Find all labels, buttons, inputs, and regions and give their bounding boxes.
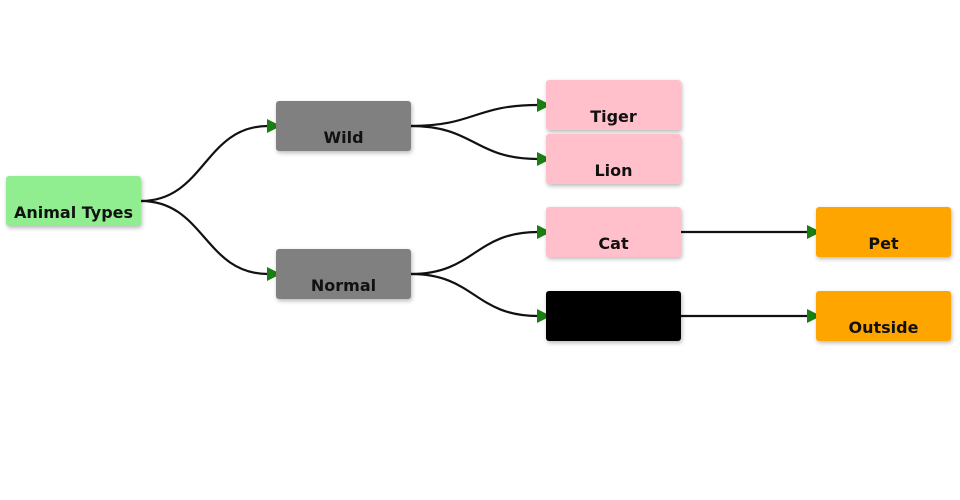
node-pet[interactable]: Pet — [816, 207, 951, 257]
connector-root-to-normal — [140, 199, 269, 276]
node-animal-types[interactable]: Animal Types — [6, 176, 141, 226]
node-normal[interactable]: Normal — [276, 249, 411, 299]
node-wild[interactable]: Wild — [276, 101, 411, 151]
arrowhead-icon — [537, 225, 551, 239]
connector-normal-to-hidden — [410, 272, 539, 318]
node-tiger[interactable]: Tiger — [546, 80, 681, 130]
node-lion[interactable]: Lion — [546, 134, 681, 184]
connector-wild-to-tiger — [410, 103, 539, 128]
arrowhead-icon — [537, 98, 551, 112]
connector-wild-to-lion — [410, 124, 539, 161]
node-unlabeled-black[interactable] — [546, 291, 681, 341]
arrowhead-icon — [537, 152, 551, 166]
node-outside[interactable]: Outside — [816, 291, 951, 341]
connector-normal-to-cat — [410, 230, 539, 276]
node-cat[interactable]: Cat — [546, 207, 681, 257]
arrowhead-icon — [267, 119, 281, 133]
arrowhead-icon — [537, 309, 551, 323]
arrowhead-icon — [807, 309, 821, 323]
connector-root-to-wild — [140, 124, 269, 203]
arrowhead-icon — [267, 267, 281, 281]
arrowhead-icon — [807, 225, 821, 239]
